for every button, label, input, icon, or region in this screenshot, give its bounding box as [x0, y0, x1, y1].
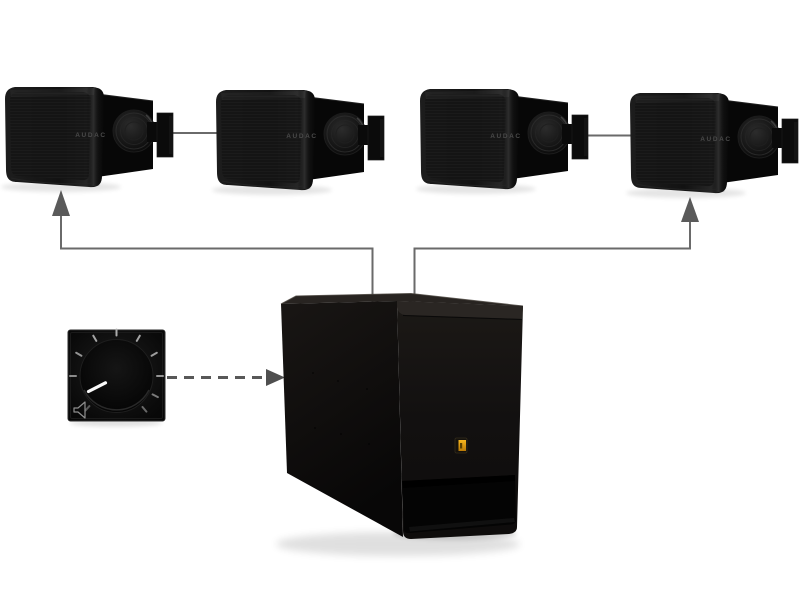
wall-speaker-2-brand-label: AUDAC	[286, 133, 317, 140]
subwoofer-side-panel	[281, 301, 403, 537]
subwoofer-screws	[312, 372, 370, 445]
wall-speaker-1: AUDAC	[1, 87, 173, 192]
wall-speaker-3-body	[416, 89, 588, 194]
volume-knob-rim-glow	[83, 389, 150, 411]
arrow-up-icon	[681, 197, 699, 222]
wall-speaker-3: AUDAC	[416, 89, 588, 194]
wall-speaker-2: AUDAC	[212, 90, 384, 195]
subwoofer-bass-port	[402, 475, 516, 534]
volume-knob	[79, 339, 154, 413]
subwoofer-front-trim	[397, 301, 523, 319]
wall-speaker-2-body	[212, 90, 384, 195]
volume-controller	[67, 328, 166, 427]
subwoofer-top-face	[281, 293, 523, 306]
arrow-right-icon	[266, 369, 285, 386]
wall-speaker-1-brand-label: AUDAC	[75, 132, 106, 139]
connections-layer	[52, 132, 699, 386]
arrow-up-icon	[52, 190, 70, 216]
volume-indicator	[86, 381, 108, 394]
speaker-horn-icon	[73, 401, 86, 419]
subwoofer-trim-groove	[402, 315, 523, 320]
subwoofer-top-edge	[280, 292, 524, 307]
wall-speaker-4-brand-label: AUDAC	[700, 136, 731, 143]
cable-subwoofer-to-speaker-4	[413, 222, 691, 304]
wall-speaker-1-body	[1, 87, 173, 192]
subwoofer-port-floor	[409, 518, 515, 532]
wall-speaker-4: AUDAC	[626, 93, 798, 198]
cable-subwoofer-to-speaker-1	[60, 216, 374, 304]
subwoofer-port-top-shadow	[402, 475, 515, 488]
wall-speaker-4-body	[626, 93, 798, 198]
subwoofer	[276, 292, 524, 556]
wall-speaker-3-brand-label: AUDAC	[490, 133, 521, 140]
volume-tick-marks	[69, 328, 164, 413]
subwoofer-logo-badge	[454, 437, 468, 454]
